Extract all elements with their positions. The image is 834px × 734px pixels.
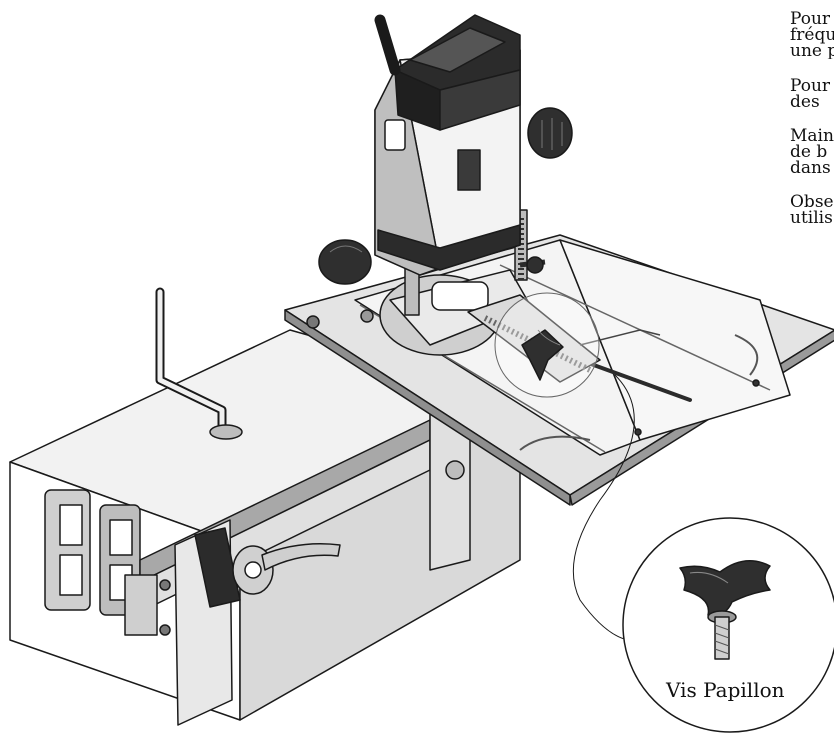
instruction-paragraph-1: Pour fréqu une p xyxy=(790,11,834,59)
callout-label: Vis Papillon xyxy=(666,678,785,702)
clamp-assembly xyxy=(124,369,471,726)
paragraph-line: utilis xyxy=(790,208,833,227)
paragraph-line: Pour xyxy=(790,11,831,29)
paragraph-line: dans xyxy=(790,158,831,177)
wing-screw-icon xyxy=(679,560,771,660)
paragraph-line: des xyxy=(790,92,820,111)
paragraph-line: une p xyxy=(790,41,834,60)
handle-rod xyxy=(155,287,243,440)
instruction-paragraph-4: Obse utilis xyxy=(790,194,834,226)
router-illustration xyxy=(318,14,573,356)
callout-leader xyxy=(572,374,635,641)
magnifier-circle xyxy=(494,292,600,398)
instruction-paragraph-3: Main de b dans xyxy=(790,128,834,176)
instruction-paragraph-2: Pour des xyxy=(790,78,834,110)
callout-circle xyxy=(622,517,834,733)
paragraph-line: Main xyxy=(790,128,834,146)
paragraph-line: Pour xyxy=(790,78,831,96)
paragraph-line: Obse xyxy=(790,194,834,212)
paragraph-line: fréqu xyxy=(790,25,834,45)
paragraph-line: de b xyxy=(790,142,828,162)
